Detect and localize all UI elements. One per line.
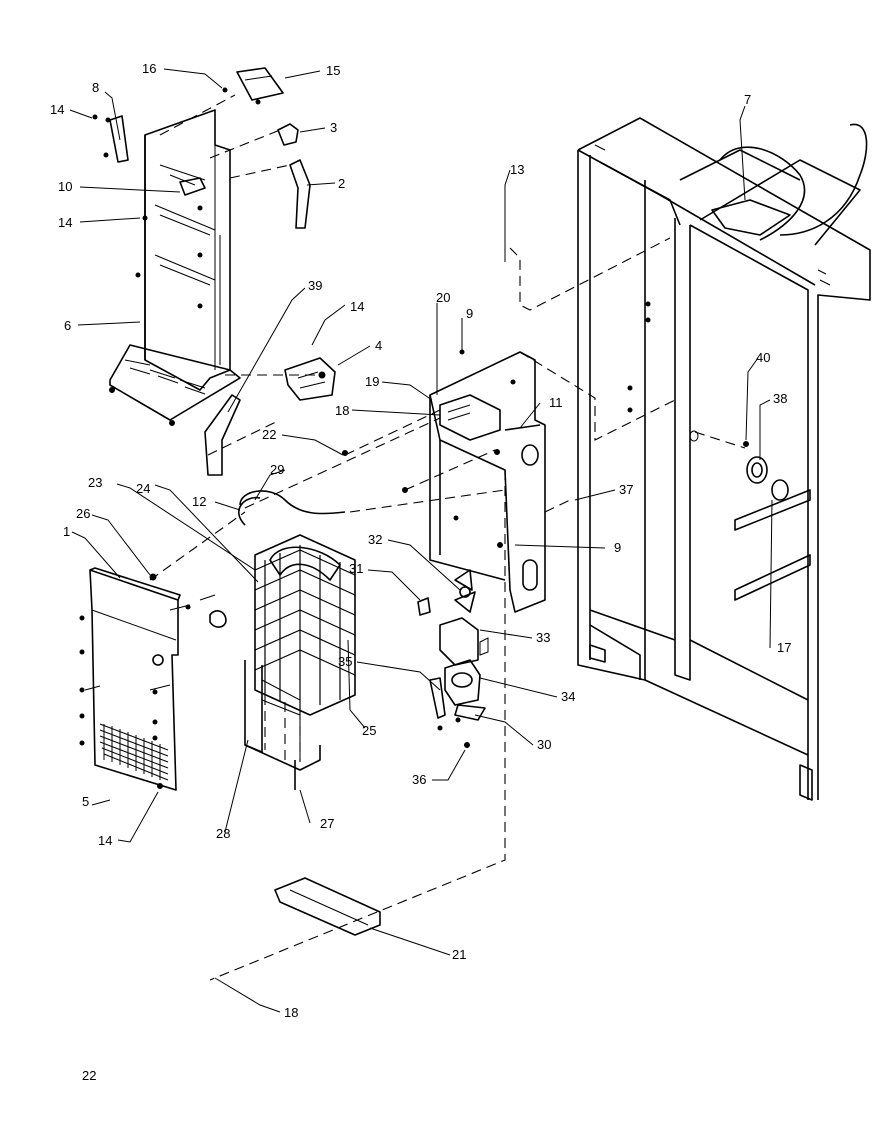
- callout-14: 14: [58, 215, 72, 230]
- callout-14: 14: [50, 102, 64, 117]
- callout-38: 38: [773, 391, 787, 406]
- callout-7: 7: [744, 92, 751, 107]
- callout-5: 5: [82, 794, 89, 809]
- fan-motor-bracket: [342, 349, 546, 613]
- callout-36: 36: [412, 772, 426, 787]
- callout-4: 4: [375, 338, 382, 353]
- callout-3: 3: [330, 120, 337, 135]
- callout-19: 19: [365, 374, 379, 389]
- page-number: 22: [82, 1068, 96, 1083]
- callout-25: 25: [362, 723, 376, 738]
- callout-13: 13: [510, 162, 524, 177]
- callout-27: 27: [320, 816, 334, 831]
- part-2-strip: [289, 159, 311, 229]
- fan-motor-assembly: [417, 569, 489, 748]
- part-3-block: [277, 123, 299, 146]
- callout-30: 30: [537, 737, 551, 752]
- callout-29: 29: [270, 462, 284, 477]
- callout-17: 17: [777, 640, 791, 655]
- callout-33: 33: [536, 630, 550, 645]
- bracket-part-15: [222, 67, 284, 105]
- callout-9: 9: [614, 540, 621, 555]
- callout-10: 10: [58, 179, 72, 194]
- callout-40: 40: [756, 350, 770, 365]
- callout-14: 14: [98, 833, 112, 848]
- part-4-bracket: [284, 357, 336, 401]
- callout-labels: 16 15 8 7 14 3 13 2 10 14 39 20 14 9 6 4…: [50, 61, 791, 1083]
- leader-lines: [69, 68, 773, 1013]
- part-39-strip: [204, 394, 241, 476]
- callout-15: 15: [326, 63, 340, 78]
- callout-28: 28: [216, 826, 230, 841]
- callout-39: 39: [308, 278, 322, 293]
- refrigerator-cabinet: [577, 117, 871, 801]
- callout-24: 24: [136, 481, 150, 496]
- callout-8: 8: [92, 80, 99, 95]
- callout-35: 35: [338, 654, 352, 669]
- callout-16: 16: [142, 61, 156, 76]
- evaporator-cover-panel: [92, 109, 241, 426]
- assembly-lines: [149, 94, 746, 981]
- callout-32: 32: [368, 532, 382, 547]
- callout-31: 31: [349, 561, 363, 576]
- callout-21: 21: [452, 947, 466, 962]
- callout-37: 37: [619, 482, 633, 497]
- evaporator-front-cover: [79, 567, 216, 791]
- callout-12: 12: [192, 494, 206, 509]
- callout-34: 34: [561, 689, 575, 704]
- callout-18: 18: [335, 403, 349, 418]
- callout-22: 22: [262, 427, 276, 442]
- callout-14: 14: [350, 299, 364, 314]
- callout-18: 18: [284, 1005, 298, 1020]
- callout-26: 26: [76, 506, 90, 521]
- callout-1: 1: [63, 524, 70, 539]
- callout-6: 6: [64, 318, 71, 333]
- callout-2: 2: [338, 176, 345, 191]
- callout-9: 9: [466, 306, 473, 321]
- drain-trough: [274, 877, 381, 936]
- evaporator-coil: [149, 490, 356, 790]
- callout-11: 11: [549, 395, 563, 410]
- callout-23: 23: [88, 475, 102, 490]
- callout-20: 20: [436, 290, 450, 305]
